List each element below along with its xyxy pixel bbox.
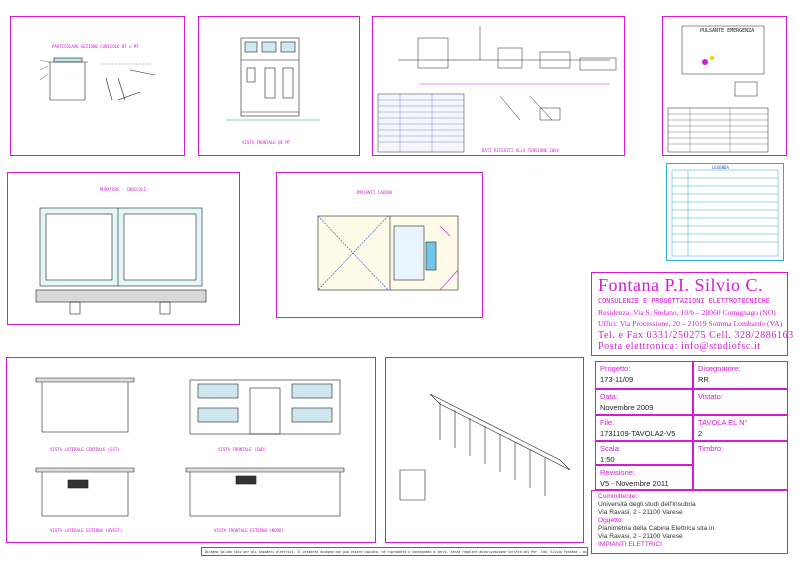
ground-dispersors-drawing	[399, 393, 571, 501]
field-data: Data: Novembre 2009	[595, 389, 693, 415]
caption-cunicolo: PARTICOLARE SEZIONE CUNICOLO BT e MT	[52, 44, 139, 49]
field-file: File: 1731109-TAVOLA2-V5	[595, 415, 693, 441]
caption-view-sud: VISTA FRONTALE (SUD)	[218, 447, 267, 452]
revisione-label: Revisione:	[600, 468, 636, 477]
field-disegnatore: Disegnatore: RR	[693, 361, 788, 389]
legend-rows	[671, 169, 779, 257]
data-label: Data:	[600, 392, 618, 401]
file-label: File:	[600, 418, 615, 427]
field-scala: Scala: 1:50	[595, 441, 693, 465]
disegnatore-value: RR	[698, 375, 709, 384]
caption-emergency: PULSANTE EMERGENZA	[700, 28, 755, 34]
progetto-label: Progetto:	[600, 364, 631, 373]
footer-note: Disegno valido solo per gli impianti ele…	[201, 547, 588, 556]
company-block: Fontana P.I. Silvio C. CONSULENZE E PROG…	[591, 272, 793, 356]
company-residence: Residenza: Via S. Stefano, 10/b – 28060 …	[598, 308, 776, 317]
caption-view-est: VISTA LATERALE CENTRALE (EST)	[50, 447, 120, 452]
panel-ground	[385, 357, 584, 543]
panel-legend	[666, 163, 784, 261]
caption-qe-mt: VISTA FRONTALE QE MT	[242, 140, 291, 145]
panel-views	[6, 357, 376, 543]
field-progetto: Progetto: 173-11/09	[595, 361, 693, 389]
tavola-label: TAVOLA EL N°	[698, 418, 748, 427]
committente-name: Università degli studi dell'Insubria	[598, 501, 696, 508]
revisione-value: V5 - Novembre 2011	[600, 479, 669, 488]
panel-qe-mt-front	[198, 16, 360, 156]
caption-view-ovest: VISTA LATERALE ESTERNA (OVEST)	[50, 528, 123, 533]
scala-label: Scala:	[600, 444, 621, 453]
tavola-value: 2	[698, 429, 703, 438]
progetto-value: 173-11/09	[600, 375, 634, 384]
panel-murature	[7, 172, 240, 325]
company-phone: Tel. e Fax 0331/250275 Cell. 328/2886163	[598, 330, 794, 341]
panel-impianti-cabina	[276, 172, 483, 318]
company-email: Posta elettronica: info@studiofsc.it	[598, 341, 761, 352]
cunicolo-section-drawing	[39, 57, 156, 101]
panel-emergency-button	[662, 16, 787, 156]
file-value: 1731109-TAVOLA2-V5	[600, 429, 676, 438]
caption-schema: DATI RIFERITI ALLA TENSIONE 20kV	[482, 148, 560, 153]
data-value: Novembre 2009	[600, 403, 654, 412]
oggetto-line1: Planimetria della Cabina Elettrica sita …	[598, 525, 715, 532]
murature-plan-drawing	[35, 207, 207, 315]
panel-cunicolo-detail	[10, 16, 185, 156]
field-timbro: Timbro:	[693, 441, 788, 490]
field-revisione: Revisione: V5 - Novembre 2011	[595, 465, 693, 490]
company-subtitle: CONSULENZE E PROGETTAZIONI ELETTROTECNIC…	[598, 297, 770, 305]
oggetto-line3: IMPIANTI ELETTRICI	[598, 541, 663, 548]
disegnatore-label: Disegnatore:	[698, 364, 741, 373]
caption-impianti: IMPIANTI CABINA	[356, 190, 393, 195]
panel-electric-schema	[372, 16, 625, 156]
company-name: Fontana P.I. Silvio C.	[598, 275, 764, 295]
oggetto-line2: Via Ravasi, 2 - 21100 Varese	[598, 533, 683, 540]
scala-value: 1:50	[600, 455, 615, 464]
client-block: Committente: Università degli studi dell…	[591, 490, 788, 554]
field-vistato: Vistato:	[693, 389, 788, 415]
elevation-views-drawing	[35, 377, 345, 517]
caption-murature: MURATURE - CUNICOLI	[100, 187, 146, 192]
electric-schema-drawing	[377, 26, 617, 153]
impianti-cabina-drawing	[317, 215, 459, 291]
timbro-label: Timbro:	[698, 444, 724, 453]
emergency-button-drawing	[667, 25, 769, 153]
committente-label: Committente:	[598, 493, 638, 500]
committente-address: Via Ravasi, 2 - 21100 Varese	[598, 509, 683, 516]
caption-legend: LEGENDA	[712, 165, 729, 170]
qe-mt-cabinet	[226, 37, 320, 121]
oggetto-label: Oggetto:	[598, 517, 624, 524]
company-offices: Uffici: Via Processione, 20 – 21019 Somm…	[598, 319, 783, 328]
field-tavola: TAVOLA EL N° 2	[693, 415, 788, 441]
vistato-label: Vistato:	[698, 392, 723, 401]
caption-view-nord: VISTA FRONTALE ESTERNO (NORD)	[214, 528, 284, 533]
